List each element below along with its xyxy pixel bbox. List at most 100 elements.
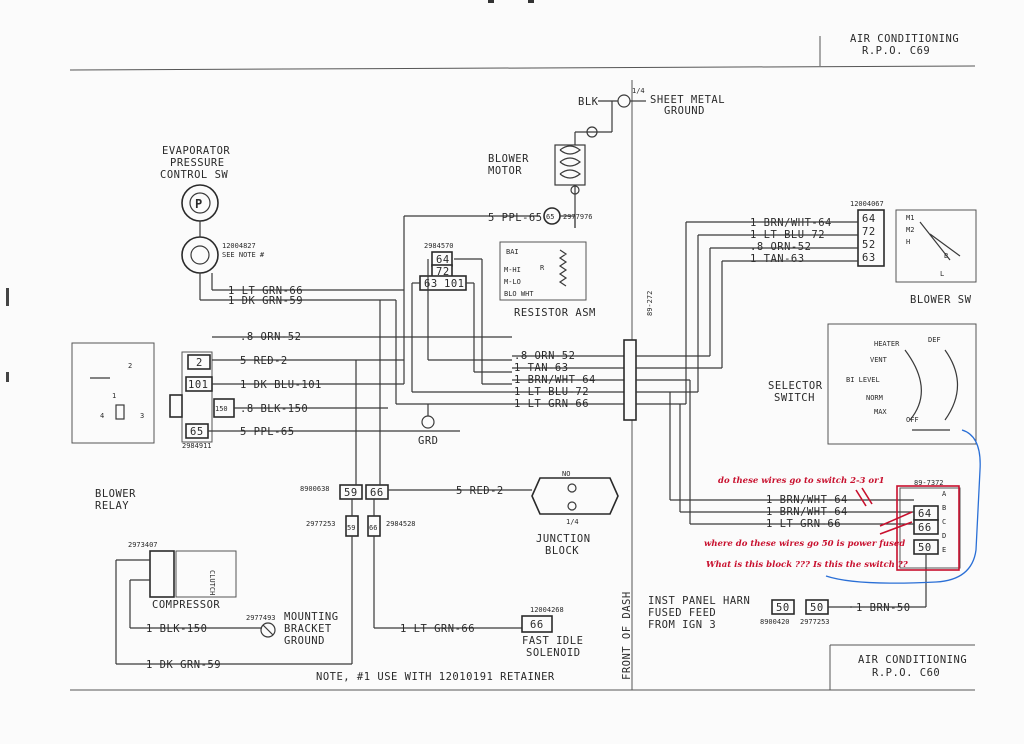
svg-text:L: L bbox=[940, 270, 944, 278]
svg-text:1 TAN-63: 1 TAN-63 bbox=[750, 253, 805, 265]
svg-text:8900638: 8900638 bbox=[300, 485, 330, 493]
svg-text:52: 52 bbox=[862, 239, 876, 251]
svg-text:2984570: 2984570 bbox=[424, 242, 454, 250]
svg-text:101: 101 bbox=[188, 379, 208, 391]
svg-text:M-LO: M-LO bbox=[504, 278, 521, 286]
svg-text:BLOCK: BLOCK bbox=[545, 545, 579, 557]
svg-text:1 LT BLU-72: 1 LT BLU-72 bbox=[514, 386, 589, 398]
svg-text:R.P.O. C60: R.P.O. C60 bbox=[872, 667, 940, 679]
user-annotations: do these wires go to switch 2-3 or1 wher… bbox=[704, 429, 981, 584]
svg-text:12004067: 12004067 bbox=[850, 200, 884, 208]
svg-text:64: 64 bbox=[436, 254, 450, 266]
svg-text:BLOWER: BLOWER bbox=[488, 153, 529, 165]
svg-text:FUSED FEED: FUSED FEED bbox=[648, 607, 716, 619]
svg-text:RELAY: RELAY bbox=[95, 500, 129, 512]
svg-text:1 BRN/WHT-64: 1 BRN/WHT-64 bbox=[766, 494, 848, 506]
svg-text:5 PPL-65: 5 PPL-65 bbox=[488, 212, 543, 224]
svg-text:89-272: 89-272 bbox=[646, 291, 654, 316]
svg-text:12004827: 12004827 bbox=[222, 242, 256, 250]
svg-text:where do these wires go 50 is: where do these wires go 50 is power fuse… bbox=[704, 539, 905, 549]
title-block-top: AIR CONDITIONING R.P.O. C69 bbox=[850, 33, 959, 57]
svg-text:M1: M1 bbox=[906, 214, 914, 222]
svg-text:BLOWER SW: BLOWER SW bbox=[910, 294, 972, 306]
svg-text:64: 64 bbox=[918, 508, 932, 520]
front-of-dash-label: FRONT OF DASH bbox=[621, 591, 633, 680]
svg-text:59: 59 bbox=[344, 487, 358, 499]
svg-text:C: C bbox=[942, 518, 946, 526]
svg-text:1/4: 1/4 bbox=[632, 87, 645, 95]
svg-text:1 TAN-63: 1 TAN-63 bbox=[514, 362, 569, 374]
svg-text:R: R bbox=[540, 264, 545, 272]
svg-text:2984911: 2984911 bbox=[182, 442, 212, 450]
svg-text:GROUND: GROUND bbox=[664, 105, 705, 117]
evaporator-pressure-switch: EVAPORATOR PRESSURE CONTROL SW P 1200482… bbox=[160, 145, 404, 307]
svg-text:NO: NO bbox=[562, 470, 570, 478]
fast-idle-solenoid: 1 LT GRN-66 12004268 66 FAST IDLE SOLENO… bbox=[374, 606, 583, 659]
svg-text:.8 ORN-52: .8 ORN-52 bbox=[514, 350, 575, 362]
svg-text:1 BRN/WHT-64: 1 BRN/WHT-64 bbox=[514, 374, 596, 386]
svg-text:1 BRN/WHT-64: 1 BRN/WHT-64 bbox=[766, 506, 848, 518]
sheet-metal-ground: BLK 1/4 SHEET METAL GROUND bbox=[575, 87, 725, 133]
svg-text:72: 72 bbox=[862, 226, 876, 238]
svg-text:.8 ORN-52: .8 ORN-52 bbox=[750, 241, 811, 253]
svg-text:M-HI: M-HI bbox=[504, 266, 521, 274]
inst-panel-harness: INST PANEL HARN FUSED FEED FROM IGN 3 50… bbox=[648, 595, 911, 631]
svg-text:89-7372: 89-7372 bbox=[914, 479, 944, 487]
svg-text:A: A bbox=[942, 490, 947, 498]
svg-text:2: 2 bbox=[128, 362, 132, 370]
svg-text:72: 72 bbox=[436, 266, 450, 278]
svg-text:BI LEVEL: BI LEVEL bbox=[846, 376, 880, 384]
svg-text:EVAPORATOR: EVAPORATOR bbox=[162, 145, 230, 157]
svg-text:1 BRN-50: 1 BRN-50 bbox=[856, 602, 911, 614]
svg-text:101: 101 bbox=[444, 278, 464, 290]
svg-text:GROUND: GROUND bbox=[284, 635, 325, 647]
svg-text:150: 150 bbox=[215, 405, 228, 413]
svg-text:2977253: 2977253 bbox=[306, 520, 336, 528]
svg-text:SWITCH: SWITCH bbox=[774, 392, 815, 404]
svg-text:65: 65 bbox=[190, 426, 204, 438]
svg-text:1 LT GRN-66: 1 LT GRN-66 bbox=[228, 285, 303, 297]
svg-text:1/4: 1/4 bbox=[566, 518, 579, 526]
svg-text:MAX: MAX bbox=[874, 408, 887, 416]
svg-text:DEF: DEF bbox=[928, 336, 941, 344]
svg-text:3: 3 bbox=[140, 412, 144, 420]
svg-text:2973407: 2973407 bbox=[128, 541, 158, 549]
svg-text:OFF: OFF bbox=[906, 416, 919, 424]
svg-text:P: P bbox=[195, 197, 202, 211]
svg-text:1 DK BLU-101: 1 DK BLU-101 bbox=[240, 379, 322, 391]
svg-text:65: 65 bbox=[546, 213, 554, 221]
blower-relay: 2 1 4 3 BLOWER RELAY 2 101 150 65 298491… bbox=[71, 342, 235, 512]
small-connectors: 2977253 59 66 2984528 bbox=[306, 499, 416, 664]
svg-text:H: H bbox=[906, 238, 910, 246]
svg-text:FROM IGN 3: FROM IGN 3 bbox=[648, 619, 716, 631]
svg-text:R.P.O. C69: R.P.O. C69 bbox=[862, 45, 930, 57]
svg-text:CONTROL SW: CONTROL SW bbox=[160, 169, 228, 181]
svg-text:AIR CONDITIONING: AIR CONDITIONING bbox=[858, 654, 967, 666]
junction-block: NO 1/4 JUNCTION BLOCK 8900638 59 66 5 RE… bbox=[300, 300, 619, 557]
svg-text:59: 59 bbox=[347, 524, 355, 532]
svg-text:2984528: 2984528 bbox=[386, 520, 416, 528]
svg-text:50: 50 bbox=[776, 602, 790, 614]
compressor: 2973407 CLUTCH COMPRESSOR 1 BLK-150 1 DK… bbox=[115, 541, 352, 671]
svg-text:2977976: 2977976 bbox=[563, 213, 593, 221]
svg-text:50: 50 bbox=[918, 542, 932, 554]
svg-text:SOLENOID: SOLENOID bbox=[526, 647, 581, 659]
svg-text:SELECTOR: SELECTOR bbox=[768, 380, 823, 392]
mid-ground: GRD bbox=[418, 404, 438, 447]
svg-text:BRACKET: BRACKET bbox=[284, 623, 332, 635]
svg-text:66: 66 bbox=[370, 487, 384, 499]
svg-text:GRD: GRD bbox=[418, 435, 438, 447]
svg-text:8900420: 8900420 bbox=[760, 618, 790, 626]
svg-text:CLUTCH: CLUTCH bbox=[208, 570, 216, 595]
svg-text:5 RED-2: 5 RED-2 bbox=[240, 355, 288, 367]
svg-text:M2: M2 bbox=[906, 226, 914, 234]
svg-text:JUNCTION: JUNCTION bbox=[536, 533, 591, 545]
svg-text:do these wires go to switch 2-: do these wires go to switch 2-3 or1 bbox=[718, 476, 885, 486]
svg-text:MOTOR: MOTOR bbox=[488, 165, 522, 177]
svg-text:RESISTOR ASM: RESISTOR ASM bbox=[514, 307, 596, 319]
svg-text:D: D bbox=[942, 532, 946, 540]
resistor-assembly: 2984570 64 72 63 101 BAI M-HI M-LO BLO W… bbox=[411, 241, 596, 392]
svg-text:1 LT GRN-66: 1 LT GRN-66 bbox=[514, 398, 589, 410]
selector-switch: SELECTOR SWITCH HEATER DEF VENT BI LEVEL… bbox=[768, 323, 977, 445]
